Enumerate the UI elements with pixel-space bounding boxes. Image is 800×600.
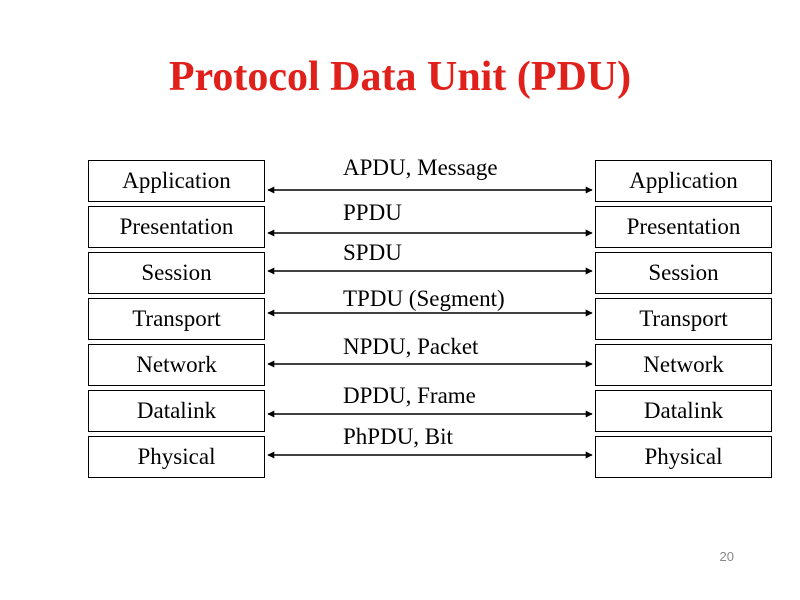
pdu-label-apdu: APDU, Message <box>343 155 498 180</box>
left-layer-presentation: Presentation <box>88 206 265 248</box>
right-layer-transport: Transport <box>595 298 772 340</box>
right-layer-physical: Physical <box>595 436 772 478</box>
left-layer-physical: Physical <box>88 436 265 478</box>
right-layer-datalink: Datalink <box>595 390 772 432</box>
right-layer-application: Application <box>595 160 772 202</box>
left-layer-transport: Transport <box>88 298 265 340</box>
pdu-label-ppdu: PPDU <box>343 200 402 225</box>
page-number: 20 <box>719 549 734 564</box>
left-layer-application: Application <box>88 160 265 202</box>
right-layer-presentation: Presentation <box>595 206 772 248</box>
pdu-label-spdu: SPDU <box>343 240 402 265</box>
pdu-label-tpdu: TPDU (Segment) <box>343 286 505 311</box>
left-layer-datalink: Datalink <box>88 390 265 432</box>
right-layer-session: Session <box>595 252 772 294</box>
pdu-label-npdu: NPDU, Packet <box>343 334 479 359</box>
right-layer-network: Network <box>595 344 772 386</box>
left-layer-session: Session <box>88 252 265 294</box>
pdu-label-dpdu: DPDU, Frame <box>343 383 476 408</box>
pdu-label-phpdu: PhPDU, Bit <box>343 424 453 449</box>
slide-title: Protocol Data Unit (PDU) <box>168 54 632 100</box>
right-layer-stack: Application Presentation Session Transpo… <box>595 160 772 482</box>
left-layer-stack: Application Presentation Session Transpo… <box>88 160 265 482</box>
left-layer-network: Network <box>88 344 265 386</box>
